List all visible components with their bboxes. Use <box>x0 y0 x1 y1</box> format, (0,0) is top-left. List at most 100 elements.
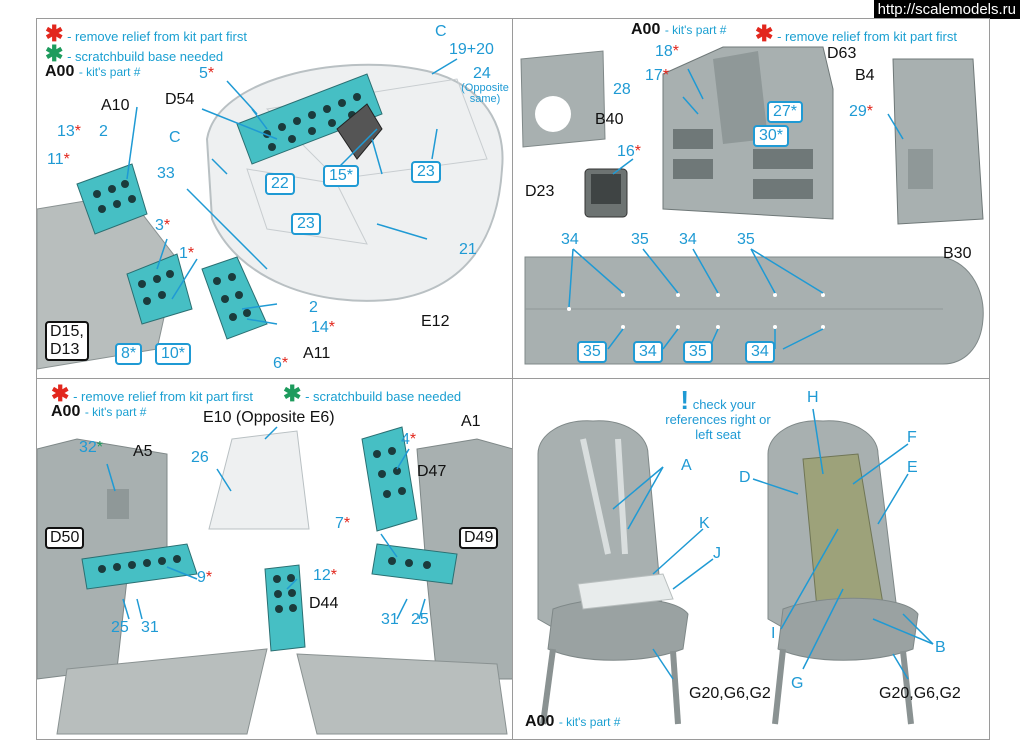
kit-part-code-4: A00 <box>525 713 555 730</box>
red-star-icon: ✱ <box>45 21 64 46</box>
side-consoles-illustration <box>37 426 513 735</box>
red-star-icon-3: ✱ <box>51 381 70 406</box>
label-g: G <box>791 675 804 692</box>
label-23-right: 23 <box>411 161 441 183</box>
label-b40: B40 <box>595 111 624 128</box>
red-star-icon-2: ✱ <box>755 21 774 46</box>
legend-remove-relief-text-2: - remove relief from kit part first <box>777 29 957 44</box>
kit-part-legend-3: A00 - kit's part # <box>51 403 146 421</box>
label-c-left: C <box>169 129 181 146</box>
kit-part-code-3: A00 <box>51 403 81 420</box>
label-16: 16* <box>617 143 642 160</box>
kit-part-legend: A00 - kit's part # <box>45 63 140 81</box>
label-12-num: 12 <box>313 567 331 584</box>
label-b4: B4 <box>855 67 875 84</box>
label-8-num: 8 <box>121 345 130 362</box>
check-references-note: ! check your references right or left se… <box>663 387 773 442</box>
label-j: J <box>713 545 721 562</box>
label-a: A <box>681 457 692 474</box>
green-star-icon-3: ✱ <box>283 381 302 406</box>
label-d50: D50 <box>45 527 85 549</box>
label-17-num: 17 <box>645 67 663 84</box>
label-34-b: 34 <box>679 231 697 248</box>
label-24: 24 <box>473 65 491 82</box>
label-a10: A10 <box>101 97 130 114</box>
seats-illustration <box>537 408 934 725</box>
label-h: H <box>807 389 819 406</box>
label-a1: A1 <box>461 413 481 430</box>
legend-remove-relief: ✱ - remove relief from kit part first <box>45 21 247 47</box>
label-d44: D44 <box>309 595 339 612</box>
label-2-bottom: 2 <box>309 299 318 316</box>
label-16-num: 16 <box>617 143 635 160</box>
label-32: 32* <box>79 439 104 456</box>
label-13: 13* <box>57 123 82 140</box>
kit-part-code-2: A00 <box>631 21 661 38</box>
green-star-icon: ✱ <box>45 41 64 66</box>
label-29-num: 29 <box>849 103 867 120</box>
label-d23: D23 <box>525 183 555 200</box>
label-4-num: 4 <box>401 431 410 448</box>
label-28: 28 <box>613 81 631 98</box>
label-1-num: 1 <box>179 245 188 262</box>
exclamation-icon: ! <box>680 385 690 415</box>
legend-remove-relief-2: ✱ - remove relief from kit part first <box>755 21 957 47</box>
label-1: 1* <box>179 245 195 262</box>
label-d: D <box>739 469 751 486</box>
label-15: 15* <box>323 165 360 187</box>
label-6: 6* <box>273 355 289 372</box>
legend-scratchbuild: ✱ - scratchbuild base needed <box>45 41 223 67</box>
label-a11: A11 <box>303 345 331 362</box>
label-11-num: 11 <box>47 151 64 168</box>
label-27-num: 27 <box>773 103 791 120</box>
kit-part-text-2: - kit's part # <box>664 23 727 37</box>
label-9: 9* <box>197 569 213 586</box>
label-e: E <box>907 459 918 476</box>
kit-part-text-3: - kit's part # <box>84 405 147 419</box>
label-14: 14* <box>311 319 336 336</box>
legend-scratchbuild-text-3: - scratchbuild base needed <box>305 389 462 404</box>
legend-scratchbuild-3: ✱ - scratchbuild base needed <box>283 381 461 407</box>
label-10: 10* <box>155 343 192 365</box>
label-8: 8* <box>115 343 143 365</box>
label-27: 27* <box>767 101 804 123</box>
label-35-a: 35 <box>631 231 649 248</box>
label-11: 11* <box>47 151 70 168</box>
label-19-20: 19+20 <box>449 41 494 58</box>
label-35-d: 35 <box>683 341 713 363</box>
label-d15-d13: D15, D13 <box>45 321 89 361</box>
label-i: I <box>771 625 776 642</box>
label-k: K <box>699 515 710 532</box>
label-7: 7* <box>335 515 351 532</box>
label-d47: D47 <box>417 463 447 480</box>
label-31-left: 31 <box>141 619 159 636</box>
label-33: 33 <box>157 165 175 182</box>
label-18-num: 18 <box>655 43 673 60</box>
panel-side-consoles: ✱ - remove relief from kit part first ✱ … <box>36 378 514 740</box>
legend-remove-relief-3: ✱ - remove relief from kit part first <box>51 381 253 407</box>
label-25-left: 25 <box>111 619 129 636</box>
label-22: 22 <box>265 173 295 195</box>
legend-remove-relief-text: - remove relief from kit part first <box>67 29 247 44</box>
label-14-num: 14 <box>311 319 329 336</box>
label-7-num: 7 <box>335 515 344 532</box>
label-d49: D49 <box>459 527 499 549</box>
label-29: 29* <box>849 103 874 120</box>
legend-scratchbuild-text: - scratchbuild base needed <box>67 49 224 64</box>
label-d54: D54 <box>165 91 195 108</box>
label-30: 30* <box>753 125 790 147</box>
label-9-num: 9 <box>197 569 206 586</box>
bulkhead-illustration <box>520 46 984 365</box>
kit-part-legend-4: A00 - kit's part # <box>525 713 620 731</box>
label-f: F <box>907 429 917 446</box>
label-a5: A5 <box>133 443 153 460</box>
label-21: 21 <box>459 241 477 258</box>
label-15-num: 15 <box>329 167 347 184</box>
label-e10: E10 (Opposite E6) <box>203 409 335 426</box>
note-opposite-same: (Opposite same) <box>461 82 509 105</box>
kit-part-legend-2: A00 - kit's part # <box>631 21 726 39</box>
watermark: http://scalemodels.ru <box>873 0 1020 19</box>
label-d15: D15, <box>50 323 84 340</box>
label-18: 18* <box>655 43 680 60</box>
label-4: 4* <box>401 431 417 448</box>
